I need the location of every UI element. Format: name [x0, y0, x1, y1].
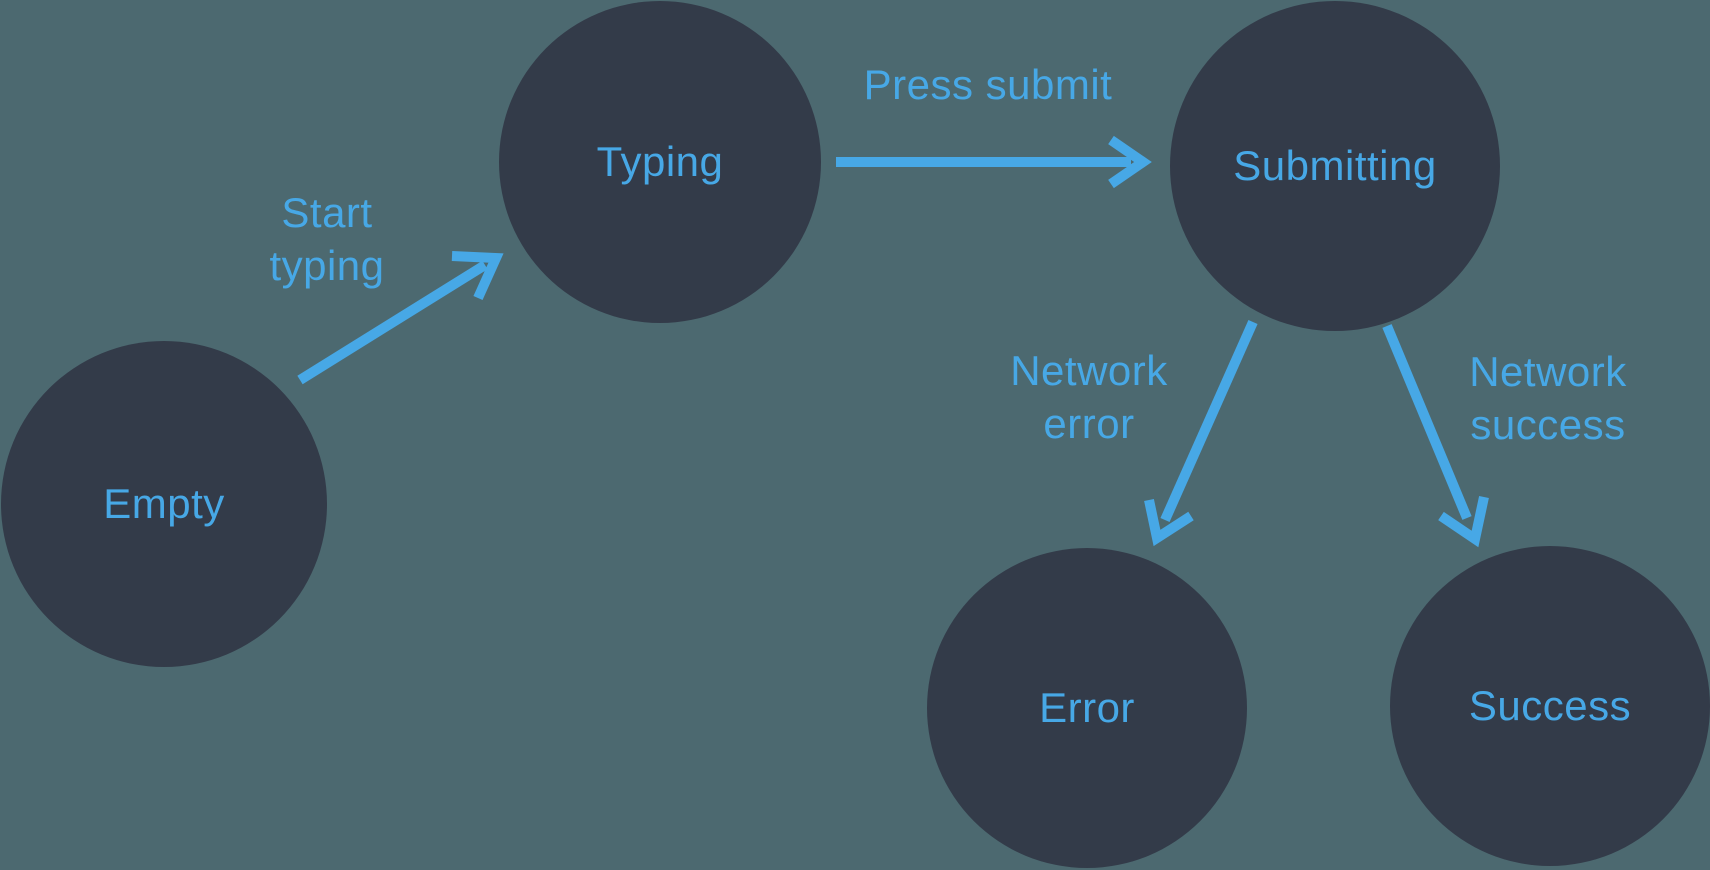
node-empty: Empty [1, 341, 327, 667]
edge-label-network-success: Network success [1469, 348, 1627, 448]
arrow-shaft [297, 260, 488, 385]
arrow-head-icon [451, 251, 504, 301]
arrow-head-icon [1144, 498, 1194, 547]
node-label: Submitting [1233, 142, 1437, 189]
node-error: Error [927, 548, 1247, 868]
arrow-head-icon [1108, 135, 1152, 189]
arrow-head-icon [1438, 495, 1489, 548]
node-success: Success [1390, 546, 1710, 866]
node-label: Error [1039, 684, 1135, 731]
edge-arrow-press-submit [836, 135, 1152, 189]
edge-arrow-network-success [1382, 324, 1489, 548]
node-label: Success [1468, 682, 1632, 729]
edge-arrow-start-typing [297, 251, 504, 385]
arrow-shaft [1160, 319, 1258, 523]
edge-label-press-submit: Press submit [863, 61, 1113, 108]
node-label: Empty [103, 480, 225, 527]
node-typing: Typing [499, 1, 821, 323]
edge-arrow-network-error [1144, 319, 1258, 547]
node-submitting: Submitting [1170, 1, 1500, 331]
edge-label-network-error: Network error [1010, 347, 1168, 447]
arrow-shaft [1382, 324, 1472, 520]
edge-label-start-typing: Start typing [269, 189, 385, 289]
node-label: Typing [596, 138, 724, 185]
